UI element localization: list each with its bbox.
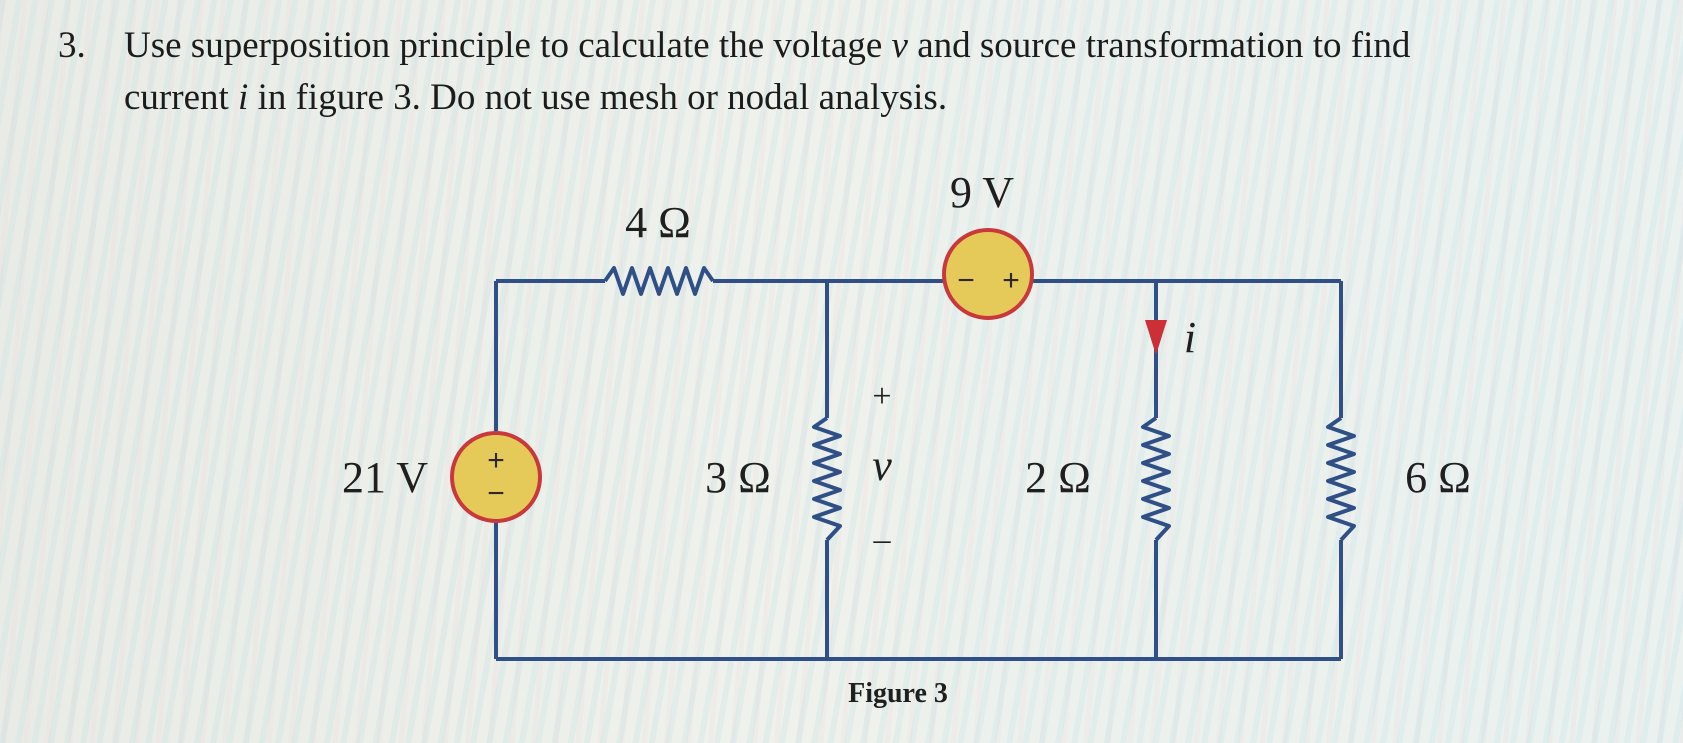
source-21v-circle <box>450 431 542 523</box>
label-4ohm: 4 Ω <box>625 198 691 247</box>
problem-text-line-1: Use superposition principle to calculate… <box>124 22 1410 70</box>
voltage-v-plus: + <box>872 378 891 415</box>
label-3ohm: 3 Ω <box>705 453 771 502</box>
voltage-v-label: v <box>872 441 892 490</box>
problem-text-line-2: current i in figure 3. Do not use mesh o… <box>124 74 947 122</box>
voltage-source-9v: − + <box>942 228 1034 320</box>
resistor-zigzags <box>603 266 1356 542</box>
voltage-source-21v: + − <box>450 431 542 523</box>
current-arrow-i <box>1145 320 1167 355</box>
source-21v-plus: + <box>487 444 505 477</box>
label-2ohm: 2 Ω <box>1025 453 1091 502</box>
text-segment: and source transformation to find <box>907 25 1411 66</box>
source-9v-minus: − <box>957 264 975 297</box>
source-9v-circle <box>942 228 1034 320</box>
voltage-v-minus: – <box>873 521 892 558</box>
circuit-wires <box>494 279 1343 661</box>
resistor-2ohm-symbol <box>1141 416 1171 542</box>
current-arrow-icon <box>1145 320 1167 355</box>
label-21v: 21 V <box>342 453 428 502</box>
label-9v: 9 V <box>950 168 1014 217</box>
figure-caption: Figure 3 <box>848 678 948 709</box>
text-segment: Use superposition principle to calculate… <box>124 25 892 66</box>
resistor-6ohm-symbol <box>1326 416 1356 542</box>
label-6ohm: 6 Ω <box>1405 453 1471 502</box>
resistor-4ohm-symbol <box>603 266 715 296</box>
resistor-3ohm-symbol <box>812 416 842 542</box>
current-i-label: i <box>1184 313 1196 362</box>
text-segment: current <box>124 77 239 118</box>
current-variable: i <box>238 77 249 118</box>
source-21v-minus: − <box>487 477 505 510</box>
source-9v-plus: + <box>1002 264 1020 297</box>
text-segment: in figure 3. Do not use mesh or nodal an… <box>248 77 948 118</box>
problem-statement: 3. Use superposition principle to calcul… <box>0 0 1683 130</box>
problem-number: 3. <box>58 25 86 66</box>
voltage-variable: v <box>891 25 908 66</box>
